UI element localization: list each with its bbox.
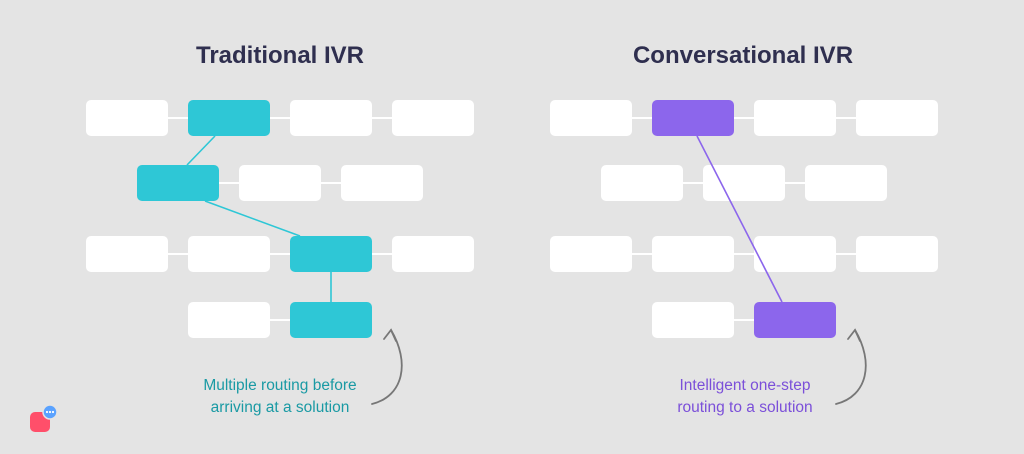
caption-line: Multiple routing before (203, 377, 357, 394)
conversational-ivr-diagram (550, 100, 938, 405)
selected-menu-option-box (290, 236, 372, 272)
menu-option-box (550, 236, 632, 272)
menu-option-box (392, 236, 474, 272)
menu-option-box (188, 236, 270, 272)
multi-step-routing-path (186, 135, 332, 302)
selected-menu-option-box (188, 100, 270, 136)
menu-option-box (754, 236, 836, 272)
menu-option-box (86, 236, 168, 272)
menu-option-box (856, 100, 938, 136)
selected-menu-option-box (652, 100, 734, 136)
menu-option-box (652, 236, 734, 272)
menu-option-box (392, 100, 474, 136)
selected-menu-option-box (290, 302, 372, 338)
one-step-routing-path (696, 135, 783, 303)
selected-menu-option-box (137, 165, 219, 201)
menu-option-box (86, 100, 168, 136)
menu-option-box (601, 165, 683, 201)
caption-line: Intelligent one-step (679, 377, 811, 394)
menu-option-box (652, 302, 734, 338)
menu-option-box (188, 302, 270, 338)
menu-option-box (290, 100, 372, 136)
traditional-ivr-title: Traditional IVR (195, 42, 365, 69)
menu-option-box (805, 165, 887, 201)
caption-line: routing to a solution (677, 399, 813, 416)
selected-menu-option-box (754, 302, 836, 338)
curved-arrow-icon (371, 328, 403, 405)
traditional-ivr-caption: Multiple routing before arriving at a so… (160, 375, 400, 419)
traditional-ivr-diagram (86, 100, 474, 405)
curved-arrow-icon (835, 328, 867, 405)
menu-option-box (703, 165, 785, 201)
menu-option-box (239, 165, 321, 201)
menu-option-box (856, 236, 938, 272)
caption-line: arriving at a solution (210, 399, 350, 416)
menu-option-box (341, 165, 423, 201)
menu-option-box (754, 100, 836, 136)
conversational-ivr-caption: Intelligent one-step routing to a soluti… (625, 375, 865, 419)
chat-bubble-logo-icon (28, 404, 62, 441)
conversational-ivr-title: Conversational IVR (632, 42, 854, 69)
menu-option-box (550, 100, 632, 136)
